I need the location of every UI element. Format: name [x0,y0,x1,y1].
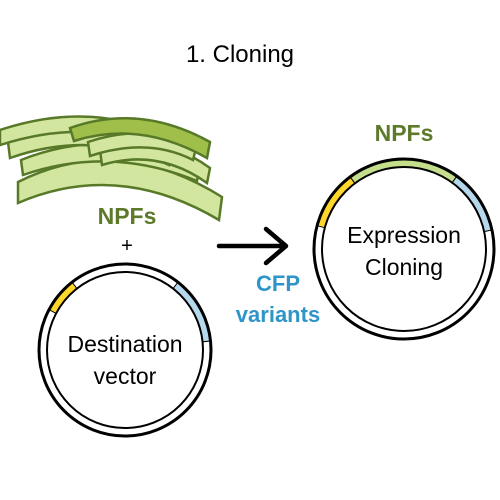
expression-vector-label-line2: Cloning [365,254,443,280]
destination-vector-plasmid [37,262,213,438]
destination-vector-inner-ring [46,271,204,429]
expression-vector-outer-ring [312,157,496,341]
destination-vector-label-line1: Destination [67,331,182,357]
plus-sign: + [121,235,133,257]
npf-insert-segment [349,158,458,185]
destination-vector-label-line2: vector [94,363,157,389]
yellow-segment [48,281,78,315]
npf-fragments [0,115,224,223]
expression-vector-label-line1: Expression [347,222,461,248]
diagram-title: 1. Cloning [186,41,294,68]
npf-fragment-top [68,116,212,160]
npfs-label: NPFs [98,203,157,229]
product-npfs-label: NPFs [375,120,434,146]
cfp-variants-label-line1: CFP [256,271,300,296]
right-arrow-icon [216,226,289,266]
expression-vector-inner-ring [321,166,487,332]
cfp-variants-label-line2: variants [236,302,320,327]
expression-vector-plasmid [312,157,496,341]
destination-vector-outer-ring [37,262,213,438]
